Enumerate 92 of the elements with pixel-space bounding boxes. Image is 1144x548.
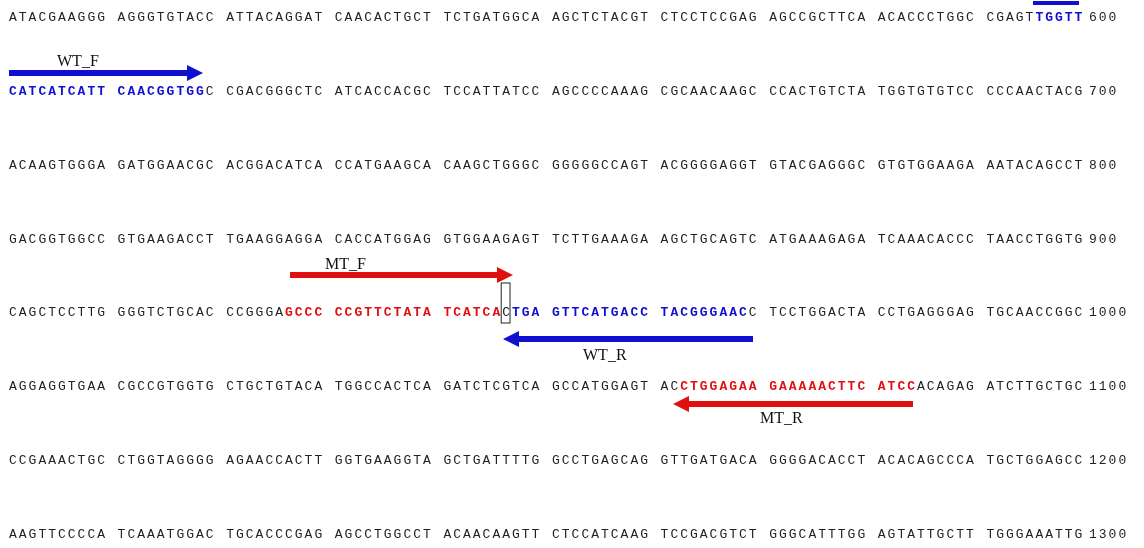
sequence-text: AGTATTGCTT <box>877 528 976 542</box>
sequence-text: GTGGAAGAGT <box>443 233 542 247</box>
sequence-text: CCGTTCTATA <box>334 306 433 320</box>
sequence-text: CACCATGGAG <box>334 233 433 247</box>
position-number: 1100 <box>1089 380 1129 394</box>
sequence-text: CAACACTGCT <box>334 11 433 25</box>
sequence-text: AGGAGGTGAA <box>9 380 107 394</box>
sequence-text: GGGGGCCAGT <box>552 159 650 173</box>
sequence-text: TGCACCCGAG <box>226 528 325 542</box>
sequence-text: TCCATTATCC <box>443 85 542 99</box>
sequence-text: ATCACCACGC <box>334 85 433 99</box>
sequence-text: GCTGATTTTG <box>443 454 542 468</box>
sequence-text: ACGGACATCA <box>226 159 325 173</box>
sequence-text: GGGCATTTGG <box>769 528 868 542</box>
sequence-text: CGCAACAAGC <box>660 85 759 99</box>
sequence-text: GTACGAGGGC <box>769 159 868 173</box>
sequence-text: CGACGGGCTC <box>226 85 325 99</box>
sequence-text: GTTGATGACA <box>660 454 759 468</box>
sequence-text: AGCTGCAGTC <box>660 233 759 247</box>
sequence-text: TGAAGGAGGA <box>226 233 325 247</box>
sequence-text: AGCCCCAAAG <box>552 85 650 99</box>
position-number: 900 <box>1089 233 1119 247</box>
sequence-text: GTGTGGAAGA <box>877 159 976 173</box>
sequence-text: CCACTGTCTA <box>769 85 868 99</box>
sequence-text: GTGAAGACCT <box>117 233 216 247</box>
sequence-text: GTTCATGACC <box>552 306 650 320</box>
sequence-text: ACACAGCCCA <box>877 454 976 468</box>
sequence-text: CTCCATCAAG <box>552 528 650 542</box>
sequence-text: CTGCTGTACA <box>226 380 325 394</box>
sequence-text: GCCTGAGCAG <box>552 454 650 468</box>
sequence-text: CCGGGAGCCC <box>226 306 325 320</box>
sequence-text: GCCATGGAGT <box>552 380 650 394</box>
sequence-text: ACAAGTGGGA <box>9 159 107 173</box>
sequence-text: TCTTGAAAGA <box>552 233 650 247</box>
sequence-text: CCTGAGGGAG <box>877 306 976 320</box>
sequence-text: ACACCCTGGC <box>877 11 976 25</box>
position-number: 600 <box>1089 11 1119 25</box>
sequence-text: TGGGAAATTG <box>986 528 1085 542</box>
position-number: 700 <box>1089 85 1119 99</box>
sequence-text: CTGGTAGGGG <box>117 454 216 468</box>
sequence-text: GGTGAAGGTA <box>334 454 433 468</box>
sequence-text: GATCTCGTCA <box>443 380 542 394</box>
sequence-text: TACGGGAACC <box>660 306 759 320</box>
sequence-text: ACCTGGAGAA <box>660 380 759 394</box>
sequence-text: TGCTGGAGCC <box>986 454 1085 468</box>
sequence-text: CAGCTCCTTG <box>9 306 107 320</box>
sequence-text: GGGTCTGCAC <box>117 306 216 320</box>
primer-label: MT_R <box>760 409 803 427</box>
sequence-text: AGCCTGGCCT <box>334 528 433 542</box>
position-number: 800 <box>1089 159 1119 173</box>
sequence-text: ACGGGGAGGT <box>660 159 759 173</box>
sequence-text: AGCTCTACGT <box>552 11 650 25</box>
sequence-text: ACAACAAGTT <box>443 528 542 542</box>
primer-label: WT_R <box>583 346 627 364</box>
sequence-text: CGCCGTGGTG <box>117 380 216 394</box>
primer-label: MT_F <box>325 255 366 273</box>
sequence-text: TGGCCACTCA <box>334 380 433 394</box>
sequence-text: TCAAACACCC <box>877 233 976 247</box>
sequence-text: AAGTTCCCCA <box>9 528 107 542</box>
sequence-text: TCCGACGTCT <box>660 528 759 542</box>
sequence-text: ATACGAAGGG <box>9 11 107 25</box>
sequence-text: GAAAAACTTC <box>769 380 868 394</box>
sequence-text: TGCAACCGGC <box>986 306 1085 320</box>
sequence-text: ATTACAGGAT <box>226 11 325 25</box>
sequence-text: CGAGTTGGTT <box>986 11 1085 25</box>
sequence-text: AGCCGCTTCA <box>769 11 868 25</box>
position-number: 1000 <box>1089 306 1129 320</box>
sequence-text: GGGGACACCT <box>769 454 868 468</box>
sequence-text: TGGTGTGTCC <box>877 85 976 99</box>
sequence-text: AATACAGCCT <box>986 159 1085 173</box>
position-number: 1300 <box>1089 528 1129 542</box>
sequence-text: CTCCTCCGAG <box>660 11 759 25</box>
sequence-text: CCGAAACTGC <box>9 454 107 468</box>
sequence-text: TCCTGGACTA <box>769 306 868 320</box>
primer-label: WT_F <box>57 52 99 70</box>
sequence-text: GACGGTGGCC <box>9 233 107 247</box>
sequence-text: AGAACCACTT <box>226 454 325 468</box>
sequence-text: CAAGCTGGGC <box>443 159 542 173</box>
sequence-text: CCATGAAGCA <box>334 159 433 173</box>
sequence-text: TCTGATGGCA <box>443 11 542 25</box>
sequence-text: TCATCACTGA <box>443 306 542 320</box>
sequence-text: GATGGAACGC <box>117 159 216 173</box>
sequence-text: ATGAAAGAGA <box>769 233 868 247</box>
sequence-text: AGGGTGTACC <box>117 11 216 25</box>
position-number: 1200 <box>1089 454 1129 468</box>
sequence-text: TCAAATGGAC <box>117 528 216 542</box>
sequence-text: CCCAACTACG <box>986 85 1085 99</box>
sequence-text: ATCCACAGAG <box>877 380 976 394</box>
sequence-text: ATCTTGCTGC <box>986 380 1085 394</box>
sequence-text: TAACCTGGTG <box>986 233 1085 247</box>
sequence-text: CAACGGTGGC <box>117 85 216 99</box>
sequence-text: CATCATCATT <box>9 85 107 99</box>
